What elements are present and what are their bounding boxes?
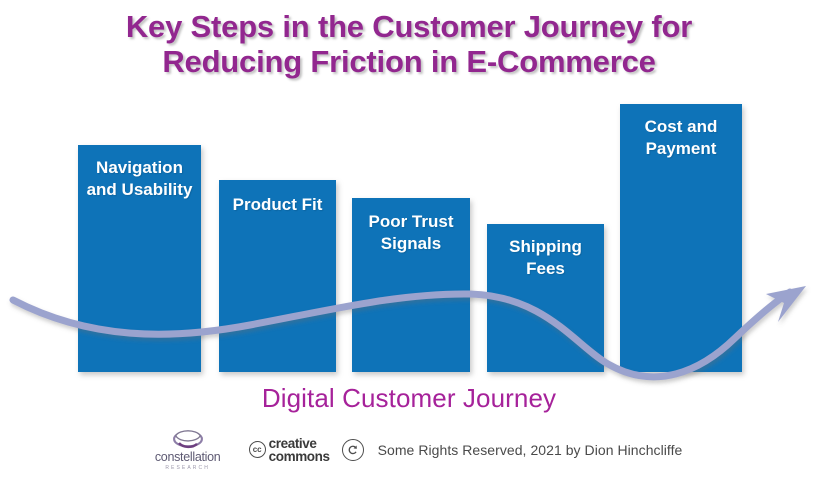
bar-label: Navigation and Usability	[86, 158, 193, 200]
bar-label: Shipping Fees	[509, 237, 582, 279]
constellation-research-logo: constellation RESEARCH	[136, 428, 240, 472]
bar-poor-trust-signals[interactable]: Poor Trust Signals	[352, 198, 470, 372]
cc-word-commons: commons	[268, 448, 330, 464]
title-line-1: Key Steps in the Customer Journey for	[125, 9, 693, 44]
cc-icon: cc	[248, 441, 266, 459]
bar-cost-and-payment[interactable]: Cost and Payment	[620, 104, 742, 372]
attribution-bar: constellation RESEARCH cc creative commo…	[0, 428, 818, 472]
title-line-2: Reducing Friction in E-Commerce	[162, 43, 656, 79]
rights-statement: Some Rights Reserved, 2021 by Dion Hinch…	[377, 441, 683, 458]
constellation-wordmark: constellation	[154, 450, 221, 464]
page-title: Key Steps in the Customer Journey for Re…	[0, 9, 818, 79]
bar-label: Poor Trust Signals	[368, 212, 454, 254]
creative-commons-badge[interactable]: cc creative commons	[248, 435, 330, 464]
creative-commons-wordmark: creative commons	[268, 435, 330, 464]
bar-label: Product Fit	[232, 195, 323, 214]
cc-word-creative: creative	[268, 435, 317, 451]
constellation-swirl-icon	[172, 430, 203, 449]
bar-shipping-fees[interactable]: Shipping Fees	[487, 224, 604, 372]
constellation-subtitle: RESEARCH	[165, 464, 210, 471]
bar-label: Cost and Payment	[644, 117, 718, 159]
bar-navigation-and-usability[interactable]: Navigation and Usability	[78, 145, 201, 372]
share-alike-icon	[341, 438, 364, 461]
share-alike-arrow-icon	[348, 445, 357, 454]
bar-product-fit[interactable]: Product Fit	[219, 180, 336, 372]
axis-caption: Digital Customer Journey	[261, 383, 557, 413]
